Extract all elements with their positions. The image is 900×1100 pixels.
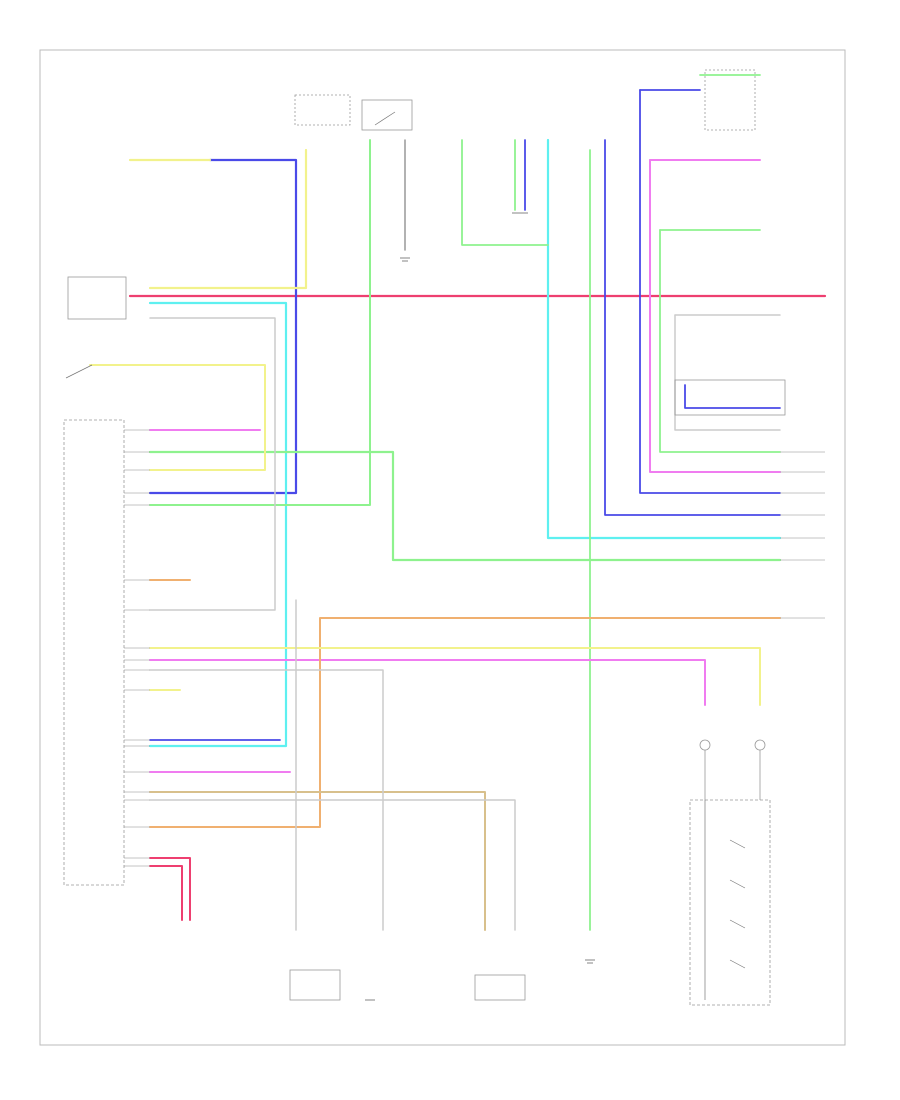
- wire-pnk-2: [649, 159, 781, 473]
- relay-switch: [65, 111, 396, 379]
- wire-ltblu: [148, 301, 288, 748]
- wire-grn-6: [659, 229, 781, 453]
- wire-gry-2: [149, 669, 384, 931]
- meter-connector-box: [67, 276, 127, 320]
- diagram-border: [39, 49, 846, 1046]
- right-module-box: [704, 69, 756, 131]
- fuel-sender-box: [474, 974, 526, 1001]
- combination-switch-contacts: [704, 800, 746, 1000]
- wire-ltblu-2: [546, 138, 782, 540]
- wire-blu-r4: [684, 384, 781, 409]
- components: [63, 69, 786, 1006]
- right-pin-ticks: [780, 451, 825, 619]
- wire-red-l2: [149, 865, 183, 921]
- wire-grn-2: [149, 139, 371, 506]
- lower-connector-box: [289, 969, 341, 1001]
- wire-blu: [148, 158, 298, 495]
- wire-red-l: [149, 857, 191, 921]
- wire-gry-3: [149, 799, 516, 931]
- wire-tan: [149, 791, 486, 931]
- wire-grn: [148, 450, 782, 562]
- wire-pnk-4: [149, 659, 706, 706]
- wire-blu-r3: [604, 139, 781, 516]
- wires: [89, 74, 827, 931]
- spiral-cable-terminal-2: [754, 739, 766, 751]
- wire-org: [149, 617, 781, 828]
- wire-yel-2: [148, 148, 308, 290]
- relay-box: [361, 99, 413, 131]
- wire-yel-3: [149, 647, 761, 706]
- wire-blu-r2: [639, 89, 781, 494]
- wire-gry: [149, 317, 276, 611]
- ground-symbols: [365, 212, 595, 1001]
- wire-gry-6: [674, 314, 781, 431]
- combination-switch-box: [689, 799, 771, 1006]
- wire-grn-3: [461, 139, 549, 246]
- wire-yel-4: [89, 364, 266, 471]
- right-connector-panel: [674, 379, 786, 416]
- spiral-cable-terminal-1: [699, 739, 711, 751]
- fuse-box: [294, 94, 351, 126]
- combination-meter-box: [63, 419, 125, 886]
- meter-pin-ticks: [124, 429, 150, 867]
